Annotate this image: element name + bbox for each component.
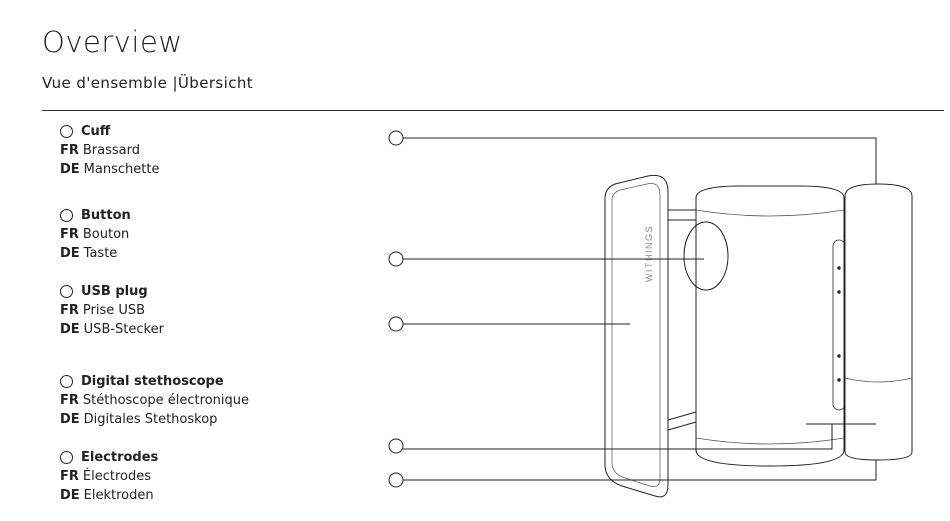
device-brand-label: WITHINGS bbox=[644, 225, 654, 282]
device-body-top-arc bbox=[696, 210, 844, 216]
callout-electrodes-icon bbox=[389, 473, 403, 487]
button-outline bbox=[684, 222, 728, 290]
legend-item-name: Cuff bbox=[81, 122, 110, 141]
leader-cuff bbox=[403, 138, 876, 184]
legend-item-name: Electrodes bbox=[81, 448, 158, 467]
page-subtitle: Vue d'ensemble |Übersicht bbox=[42, 76, 253, 91]
callout-circle-icon bbox=[60, 209, 73, 222]
side-rail bbox=[833, 240, 845, 410]
leader-stethoscope bbox=[403, 424, 832, 449]
device-body-bottom-arc bbox=[696, 438, 844, 444]
callout-circle-icon bbox=[60, 285, 73, 298]
device-diagram: WITHINGS bbox=[380, 120, 950, 520]
callout-circle-icon bbox=[60, 451, 73, 464]
callout-usb-plug-icon bbox=[389, 317, 403, 331]
callout-button-icon bbox=[389, 252, 403, 266]
electrode-cylinder-outline bbox=[845, 184, 912, 460]
legend-item-name: Button bbox=[81, 206, 131, 225]
legend-item-name: USB plug bbox=[81, 282, 148, 301]
page-title: Overview bbox=[42, 28, 183, 57]
header-divider bbox=[42, 110, 944, 111]
legend-item-name: Digital stethoscope bbox=[81, 372, 224, 391]
leader-electrodes bbox=[403, 460, 876, 480]
callout-stethoscope-icon bbox=[389, 439, 403, 453]
callout-circle-icon bbox=[60, 375, 73, 388]
callout-circle-icon bbox=[60, 125, 73, 138]
callout-cuff-icon bbox=[389, 131, 403, 145]
